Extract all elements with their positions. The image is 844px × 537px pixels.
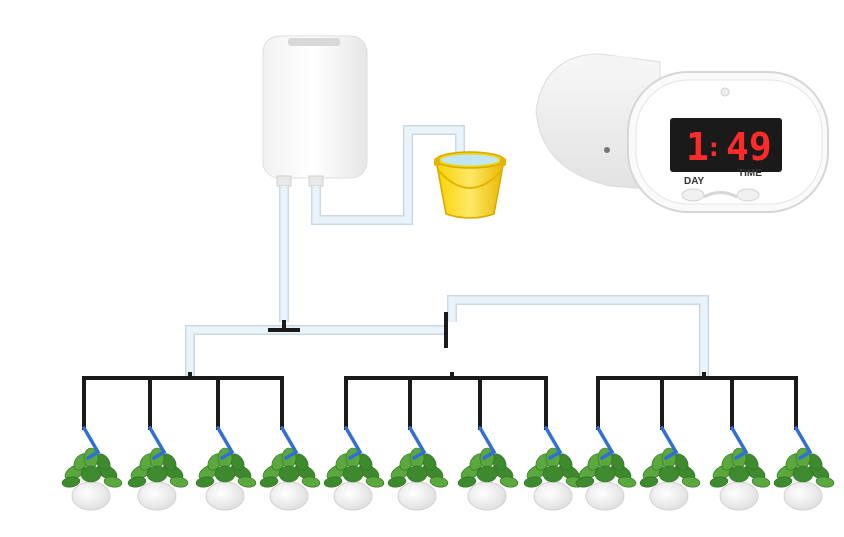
pot — [205, 481, 245, 511]
drip-line — [596, 426, 615, 460]
pot — [71, 481, 111, 511]
potted-plant — [523, 426, 585, 511]
pot — [333, 481, 373, 511]
pot — [533, 481, 573, 511]
water-bucket-icon — [434, 151, 506, 219]
pot — [137, 481, 177, 511]
pot — [649, 481, 689, 511]
drip-line — [280, 426, 299, 460]
pot — [467, 481, 507, 511]
colon: : — [706, 133, 722, 163]
pot — [585, 481, 625, 511]
potted-plant — [323, 426, 385, 511]
led-display — [670, 118, 782, 172]
potted-plant — [127, 426, 189, 511]
distribution-lines — [82, 312, 798, 430]
pot — [269, 481, 309, 511]
potted-plant — [61, 426, 123, 511]
day-label: DAY — [684, 176, 705, 187]
day-digit: 1 — [686, 125, 709, 169]
drip-line — [148, 426, 167, 460]
drip-line — [344, 426, 363, 460]
time-label: TIME — [738, 168, 762, 179]
time-digits: 49 — [726, 125, 772, 169]
day-button[interactable] — [681, 188, 705, 202]
potted-plant — [259, 426, 321, 511]
drip-line — [82, 426, 101, 460]
drip-line — [730, 426, 749, 460]
potted-plant — [195, 426, 257, 511]
drip-line — [478, 426, 497, 460]
potted-plant — [575, 426, 637, 511]
water-tubes — [185, 125, 709, 378]
pot — [719, 481, 759, 511]
potted-plant — [457, 426, 519, 511]
time-button[interactable] — [736, 188, 760, 202]
potted-plant — [773, 426, 835, 511]
potted-plant — [639, 426, 701, 511]
potted-plant — [387, 426, 449, 511]
pot — [783, 481, 823, 511]
plants — [61, 426, 835, 511]
timer-device: 1 : 49 DAY TIME — [535, 53, 829, 213]
pot — [397, 481, 437, 511]
drip-line — [660, 426, 679, 460]
drip-line — [794, 426, 813, 460]
drip-line — [408, 426, 427, 460]
potted-plant — [709, 426, 771, 511]
drip-line — [544, 426, 563, 460]
drip-line — [216, 426, 235, 460]
pump-unit — [262, 35, 368, 187]
